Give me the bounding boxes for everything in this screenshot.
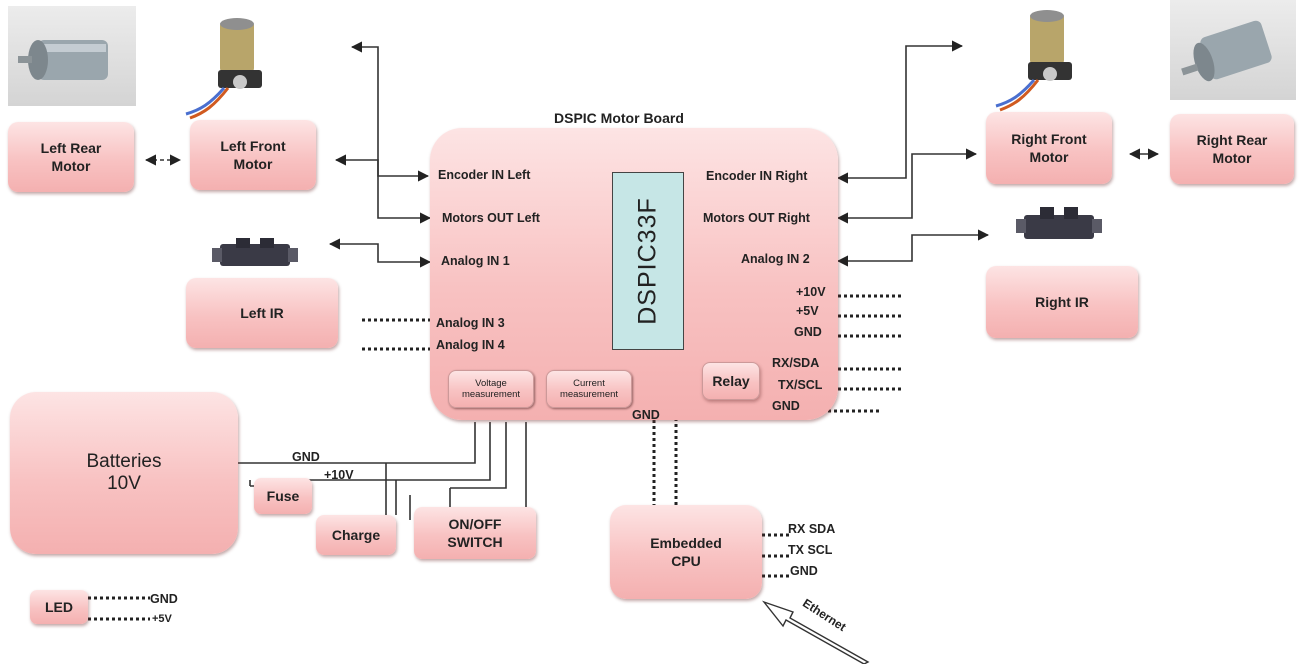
ir-sensor-icon: [212, 238, 298, 266]
ir-sensor-icon: [1016, 207, 1102, 239]
board-title: DSPIC Motor Board: [554, 110, 684, 126]
led-gnd-label: GND: [150, 592, 178, 606]
led: LED: [30, 590, 88, 624]
encoder-motor-icon: [185, 18, 262, 120]
right-front-motor: Right Front Motor: [986, 112, 1112, 184]
left-ir: Left IR: [186, 278, 338, 348]
wire-motors-right: [836, 148, 978, 224]
analog-in-1: Analog IN 1: [441, 254, 510, 268]
battery-10v-label: +10V: [324, 468, 354, 482]
encoder-in-right: Encoder IN Right: [706, 169, 808, 183]
gear-motor-icon: [18, 40, 108, 80]
right-front-motor-photo: [990, 6, 1098, 112]
left-rear-motor-photo: [8, 6, 136, 106]
ethernet-arrow: [761, 600, 870, 664]
gear-motor-icon: [1181, 20, 1272, 82]
analog-in-2: Analog IN 2: [741, 252, 810, 266]
wire-encoder-left: [350, 41, 430, 182]
battery-gnd-label: GND: [292, 450, 320, 464]
dspic-chip: DSPIC33F: [612, 172, 684, 350]
left-ir-sensor-photo: [212, 236, 302, 274]
charge: Charge: [316, 515, 396, 555]
left-front-motor: Left Front Motor: [190, 120, 316, 190]
wire-motors-left: [334, 154, 432, 224]
motors-out-left: Motors OUT Left: [442, 211, 540, 225]
right-ir-sensor-photo: [1016, 203, 1106, 249]
wire-encoder-right: [836, 40, 964, 184]
wire-bat-gnd: [238, 422, 476, 464]
pin-gnd-2: GND: [772, 399, 800, 413]
board-gnd-bottom: GND: [632, 408, 660, 422]
fuse: Fuse: [254, 478, 312, 514]
encoder-motor-icon: [995, 10, 1072, 112]
pin-5v: +5V: [796, 304, 819, 318]
pin-rx-sda: RX/SDA: [772, 356, 820, 370]
voltage-measurement: Voltage measurement: [448, 370, 534, 408]
embedded-cpu: Embedded CPU: [610, 505, 762, 599]
analog-in-4: Analog IN 4: [436, 338, 505, 352]
pin-gnd: GND: [794, 325, 822, 339]
wire-bat-10v: [250, 422, 491, 487]
right-ir: Right IR: [986, 266, 1138, 338]
on-off-switch: ON/OFF SWITCH: [414, 507, 536, 559]
cpu-gnd-label: GND: [790, 564, 818, 578]
right-rear-motor: Right Rear Motor: [1170, 114, 1294, 184]
pin-10v: +10V: [796, 285, 826, 299]
pin-tx-scl: TX/SCL: [778, 378, 823, 392]
right-rear-motor-photo: [1170, 0, 1296, 100]
batteries: Batteries 10V: [10, 392, 238, 554]
cpu-rx-sda-label: RX SDA: [788, 522, 836, 536]
current-measurement: Current measurement: [546, 370, 632, 408]
wire-analog1: [328, 238, 432, 268]
encoder-in-left: Encoder IN Left: [438, 168, 531, 182]
left-front-motor-photo: [180, 14, 288, 120]
cpu-tx-scl-label: TX SCL: [788, 543, 833, 557]
motors-out-right: Motors OUT Right: [703, 211, 810, 225]
analog-in-3: Analog IN 3: [436, 316, 505, 330]
wire-analog2: [836, 229, 990, 267]
chip-label: DSPIC33F: [633, 197, 662, 325]
led-5v-label: +5V: [152, 613, 172, 625]
relay: Relay: [702, 362, 760, 400]
left-rear-motor: Left Rear Motor: [8, 122, 134, 192]
